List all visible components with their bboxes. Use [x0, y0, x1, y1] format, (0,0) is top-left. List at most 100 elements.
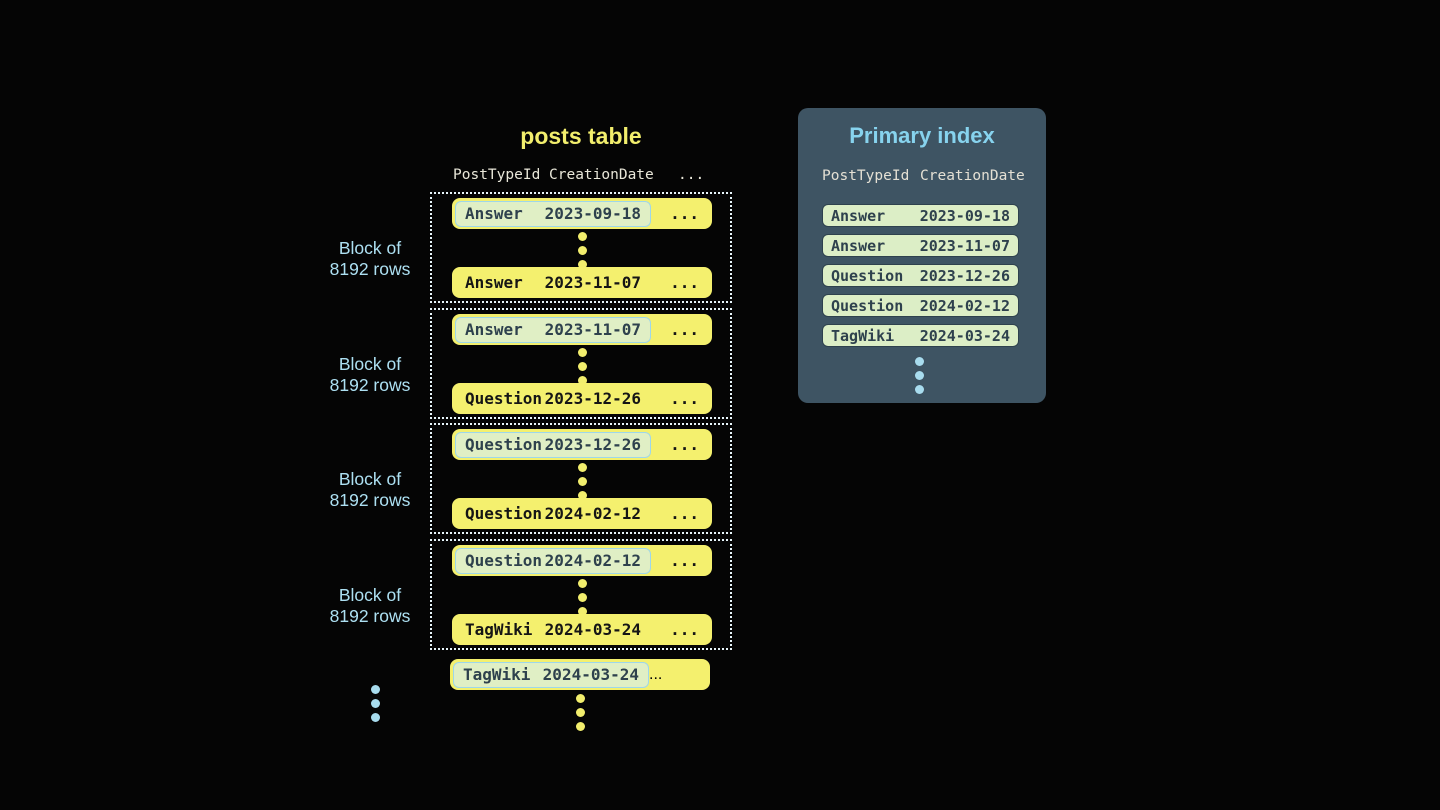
entry-creationdate: 2024-03-24 — [919, 326, 1010, 345]
table-row: Answer 2023-09-18 ... — [452, 198, 712, 229]
ellipsis-dot — [578, 607, 587, 616]
row-posttypeid: Question — [465, 435, 543, 454]
ellipsis-dot — [915, 357, 924, 366]
index-entry: Question 2024-02-12 — [822, 294, 1019, 317]
row-values: Question 2024-02-12 — [455, 501, 651, 527]
more-index-entries-ellipsis — [915, 357, 924, 394]
posts-header-posttypeid: PostTypeId — [453, 167, 541, 183]
block-4-label: Block of 8192 rows — [300, 585, 440, 627]
entry-posttypeid: TagWiki — [831, 326, 895, 345]
index-entry: Question 2023-12-26 — [822, 264, 1019, 287]
row-posttypeid: Answer — [465, 204, 523, 223]
ellipsis-dot — [915, 371, 924, 380]
row-posttypeid: Question — [465, 389, 543, 408]
more-blocks-ellipsis — [371, 685, 380, 722]
posts-header-more-columns: ... — [678, 167, 705, 183]
ellipsis-dot — [578, 232, 587, 241]
block-label-line1: Block of — [338, 585, 402, 605]
row-more-columns: ... — [670, 620, 699, 639]
ellipsis-dot — [578, 593, 587, 602]
ellipsis-dot — [578, 477, 587, 486]
table-row: Question 2023-12-26 ... — [452, 429, 712, 460]
entry-creationdate: 2023-11-07 — [919, 236, 1010, 255]
entry-posttypeid: Question — [831, 296, 904, 315]
block-3-label: Block of 8192 rows — [300, 469, 440, 511]
row-values: Answer 2023-11-07 — [455, 270, 651, 296]
ellipsis-dot — [576, 708, 585, 717]
row-values: TagWiki 2024-03-24 — [455, 617, 651, 643]
indexed-row-highlight: Question 2023-12-26 — [455, 431, 651, 458]
posts-block-4: Question 2024-02-12 ... TagWiki 2024-03-… — [430, 539, 732, 650]
index-header-creationdate: CreationDate — [920, 168, 1025, 184]
indexed-row-highlight: Answer 2023-11-07 — [455, 316, 651, 343]
ellipsis-dot — [578, 491, 587, 500]
row-posttypeid: Answer — [465, 320, 523, 339]
row-creationdate: 2024-03-24 — [542, 665, 639, 684]
table-row: TagWiki 2024-03-24 ... — [452, 614, 712, 645]
entry-posttypeid: Answer — [831, 206, 886, 225]
ellipsis-dot — [915, 385, 924, 394]
primary-index-title: Primary index — [849, 123, 995, 148]
ellipsis-dot — [371, 685, 380, 694]
row-posttypeid: TagWiki — [463, 665, 531, 684]
table-row: Question 2024-02-12 ... — [452, 498, 712, 529]
row-posttypeid: Question — [465, 504, 543, 523]
ellipsis-dot — [578, 348, 587, 357]
rows-ellipsis — [578, 348, 587, 385]
entry-creationdate: 2023-12-26 — [919, 266, 1010, 285]
entry-creationdate: 2024-02-12 — [919, 296, 1010, 315]
row-more-columns: ... — [670, 551, 699, 570]
rows-ellipsis — [578, 579, 587, 616]
table-row: Answer 2023-11-07 ... — [452, 267, 712, 298]
row-posttypeid: Answer — [465, 273, 523, 292]
primary-index-panel: Primary index PostTypeId CreationDate An… — [798, 108, 1046, 403]
index-entry: TagWiki 2024-03-24 — [822, 324, 1019, 347]
posts-table-title: posts table — [520, 123, 642, 149]
table-row: Answer 2023-11-07 ... — [452, 314, 712, 345]
row-creationdate: 2023-12-26 — [544, 435, 641, 454]
table-row-next-block-start: TagWiki 2024-03-24 ... — [450, 659, 710, 690]
row-creationdate: 2024-03-24 — [544, 620, 641, 639]
row-more-columns: ... — [649, 665, 663, 683]
indexed-row-highlight: Answer 2023-09-18 — [455, 200, 651, 227]
row-values: Question 2023-12-26 — [455, 386, 651, 412]
row-more-columns: ... — [670, 435, 699, 454]
row-more-columns: ... — [670, 504, 699, 523]
index-header-posttypeid: PostTypeId — [822, 168, 910, 184]
index-entry: Answer 2023-11-07 — [822, 234, 1019, 257]
entry-creationdate: 2023-09-18 — [919, 206, 1010, 225]
block-1-label: Block of 8192 rows — [300, 238, 440, 280]
ellipsis-dot — [371, 699, 380, 708]
row-more-columns: ... — [670, 204, 699, 223]
ellipsis-dot — [578, 463, 587, 472]
more-rows-ellipsis — [576, 694, 585, 731]
block-label-line1: Block of — [338, 238, 402, 258]
row-more-columns: ... — [670, 273, 699, 292]
row-creationdate: 2023-09-18 — [544, 204, 641, 223]
row-creationdate: 2023-11-07 — [544, 320, 641, 339]
row-creationdate: 2023-11-07 — [544, 273, 641, 292]
block-label-line2: 8192 rows — [329, 259, 411, 279]
block-label-line2: 8192 rows — [329, 490, 411, 510]
rows-ellipsis — [578, 463, 587, 500]
ellipsis-dot — [578, 376, 587, 385]
indexed-row-highlight: TagWiki 2024-03-24 — [453, 661, 649, 688]
block-2-label: Block of 8192 rows — [300, 354, 440, 396]
ellipsis-dot — [578, 260, 587, 269]
row-creationdate: 2023-12-26 — [544, 389, 641, 408]
posts-header-creationdate: CreationDate — [549, 167, 654, 183]
row-creationdate: 2024-02-12 — [544, 551, 641, 570]
ellipsis-dot — [578, 579, 587, 588]
row-more-columns: ... — [670, 389, 699, 408]
table-row: Question 2023-12-26 ... — [452, 383, 712, 414]
block-label-line1: Block of — [338, 354, 402, 374]
row-creationdate: 2024-02-12 — [544, 504, 641, 523]
block-label-line2: 8192 rows — [329, 606, 411, 626]
row-posttypeid: Question — [465, 551, 543, 570]
row-more-columns: ... — [670, 320, 699, 339]
indexed-row-highlight: Question 2024-02-12 — [455, 547, 651, 574]
posts-block-1: Answer 2023-09-18 ... Answer 2023-11-07 … — [430, 192, 732, 303]
entry-posttypeid: Question — [831, 266, 904, 285]
ellipsis-dot — [578, 362, 587, 371]
